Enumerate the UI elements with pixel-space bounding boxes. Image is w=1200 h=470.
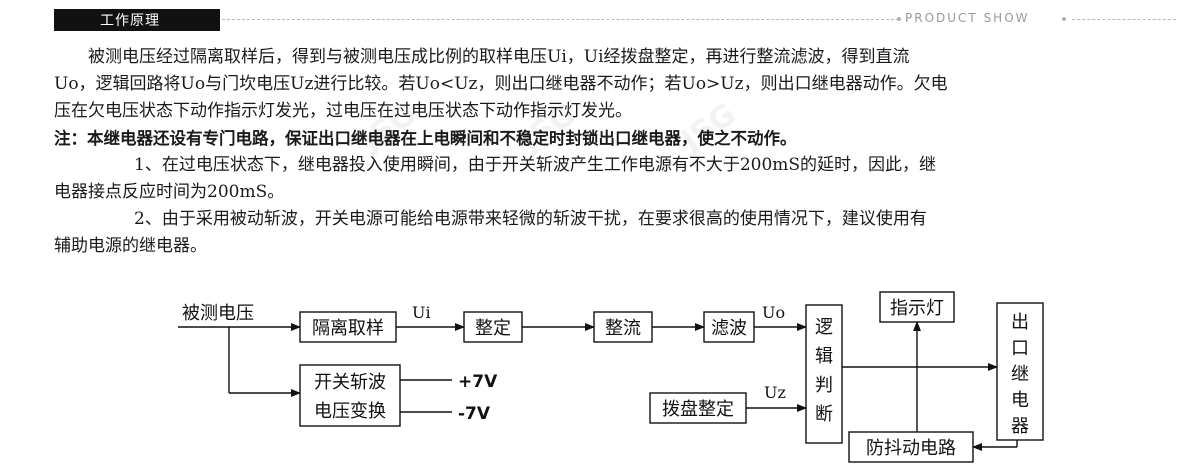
list-item-line: 电器接点反应时间为200mS。 xyxy=(54,182,285,202)
output-relay-box xyxy=(996,302,1044,441)
uo-label: Uo xyxy=(762,303,785,322)
section-title-tab: 工作原理 xyxy=(54,9,220,31)
filter-text: 滤波 xyxy=(711,318,747,339)
list-item-line: 2、由于采用被动斩波，开关电源可能给电源带来轻微的斩波干扰，在要求很高的使用情况… xyxy=(134,209,927,229)
product-show-label: PRODUCT SHOW xyxy=(905,11,1030,25)
header-divider xyxy=(222,19,899,20)
description-text: 被测电压经过隔离取样后，得到与被测电压成比例的取样电压Ui，Ui经拨盘整定，再进… xyxy=(54,44,1154,260)
header-dot-right xyxy=(1062,17,1066,21)
indicator-light-text: 指示灯 xyxy=(890,298,944,319)
section-title: 工作原理 xyxy=(100,13,160,29)
logic-judgment-box xyxy=(805,304,843,444)
header-dot-left xyxy=(897,17,901,21)
logic-char: 判 xyxy=(815,375,833,396)
logic-char: 辑 xyxy=(815,346,833,367)
output-relay-char: 继 xyxy=(1011,364,1029,385)
dial-setting-text: 拨盘整定 xyxy=(662,399,734,420)
output-relay-char: 器 xyxy=(1011,416,1029,437)
logic-char: 逻 xyxy=(815,317,833,338)
header-divider-right xyxy=(1072,19,1176,20)
switch-chopper-text: 开关斩波 xyxy=(314,372,386,393)
logic-char: 断 xyxy=(815,404,833,425)
plus7v-label: +7V xyxy=(458,372,498,392)
output-relay-char: 口 xyxy=(1011,338,1029,359)
uz-label: Uz xyxy=(764,383,786,402)
output-relay-char: 电 xyxy=(1011,390,1029,411)
note-text: 注：本继电器还设有专门电路，保证出口继电器在上电瞬间和不稳定时封锁出口继电器，使… xyxy=(54,129,797,148)
isolation-sampling-text: 隔离取样 xyxy=(312,318,384,339)
anti-jitter-text: 防抖动电路 xyxy=(866,438,956,459)
paragraph-line: Uo，逻辑回路将Uo与门坎电压Uz进行比较。若Uo<Uz，则出口继电器不动作；若… xyxy=(54,74,948,94)
list-item-line: 辅助电源的继电器。 xyxy=(54,236,207,256)
paragraph-line: 压在欠电压状态下动作指示灯发光，过电压在过电压状态下动作指示灯发光。 xyxy=(54,101,632,121)
setting-text: 整定 xyxy=(475,318,511,339)
ui-label: Ui xyxy=(412,303,431,322)
output-relay-char: 出 xyxy=(1011,312,1029,333)
voltage-convert-text: 电压变换 xyxy=(314,401,386,422)
list-item-line: 1、在过电压状态下，继电器投入使用瞬间，由于开关斩波产生工作电源有不大于200m… xyxy=(134,155,937,175)
input-voltage-label: 被测电压 xyxy=(182,303,254,324)
paragraph-line: 被测电压经过隔离取样后，得到与被测电压成比例的取样电压Ui，Ui经拨盘整定，再进… xyxy=(88,47,910,67)
rectify-text: 整流 xyxy=(605,318,641,339)
minus7v-label: -7V xyxy=(458,404,491,424)
